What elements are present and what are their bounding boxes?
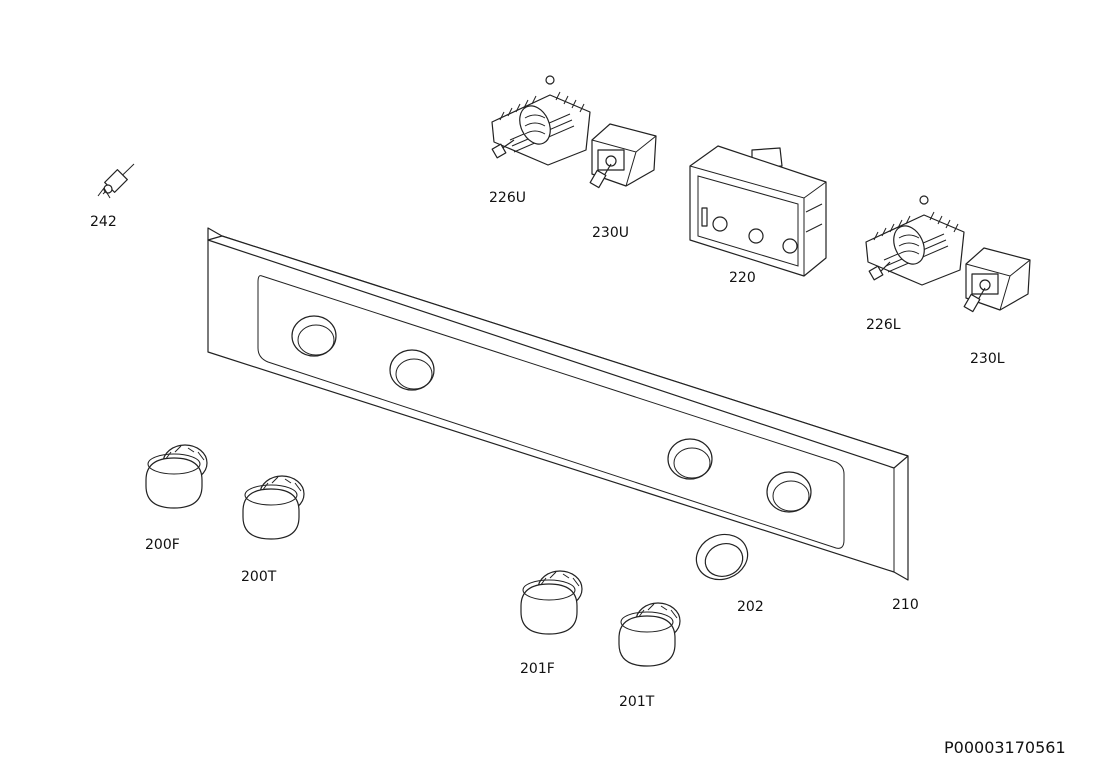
part-200T-knob [242, 475, 305, 540]
part-230L-box [963, 247, 1031, 313]
label-226L: 226L [866, 317, 901, 333]
label-230L: 230L [970, 351, 1005, 367]
part-242-pin [97, 163, 135, 199]
label-226U: 226U [489, 190, 526, 206]
part-220-control-box [689, 145, 827, 277]
document-id: P00003170561 [944, 738, 1066, 757]
part-202-ring [695, 533, 749, 581]
label-201F: 201F [520, 661, 555, 677]
label-230U: 230U [592, 225, 629, 241]
label-200T: 200T [241, 569, 277, 585]
part-230U-box [589, 123, 657, 189]
part-210-control-panel [207, 227, 909, 581]
part-201T-knob [618, 602, 681, 667]
part-201F-knob [520, 570, 583, 635]
label-242: 242 [90, 214, 117, 230]
part-226U-switch [491, 75, 591, 166]
part-200F-knob [145, 444, 208, 509]
label-200F: 200F [145, 537, 180, 553]
label-201T: 201T [619, 694, 655, 710]
part-226L-switch [865, 195, 965, 286]
label-220: 220 [729, 270, 756, 286]
label-202: 202 [737, 599, 764, 615]
label-210: 210 [892, 597, 919, 613]
